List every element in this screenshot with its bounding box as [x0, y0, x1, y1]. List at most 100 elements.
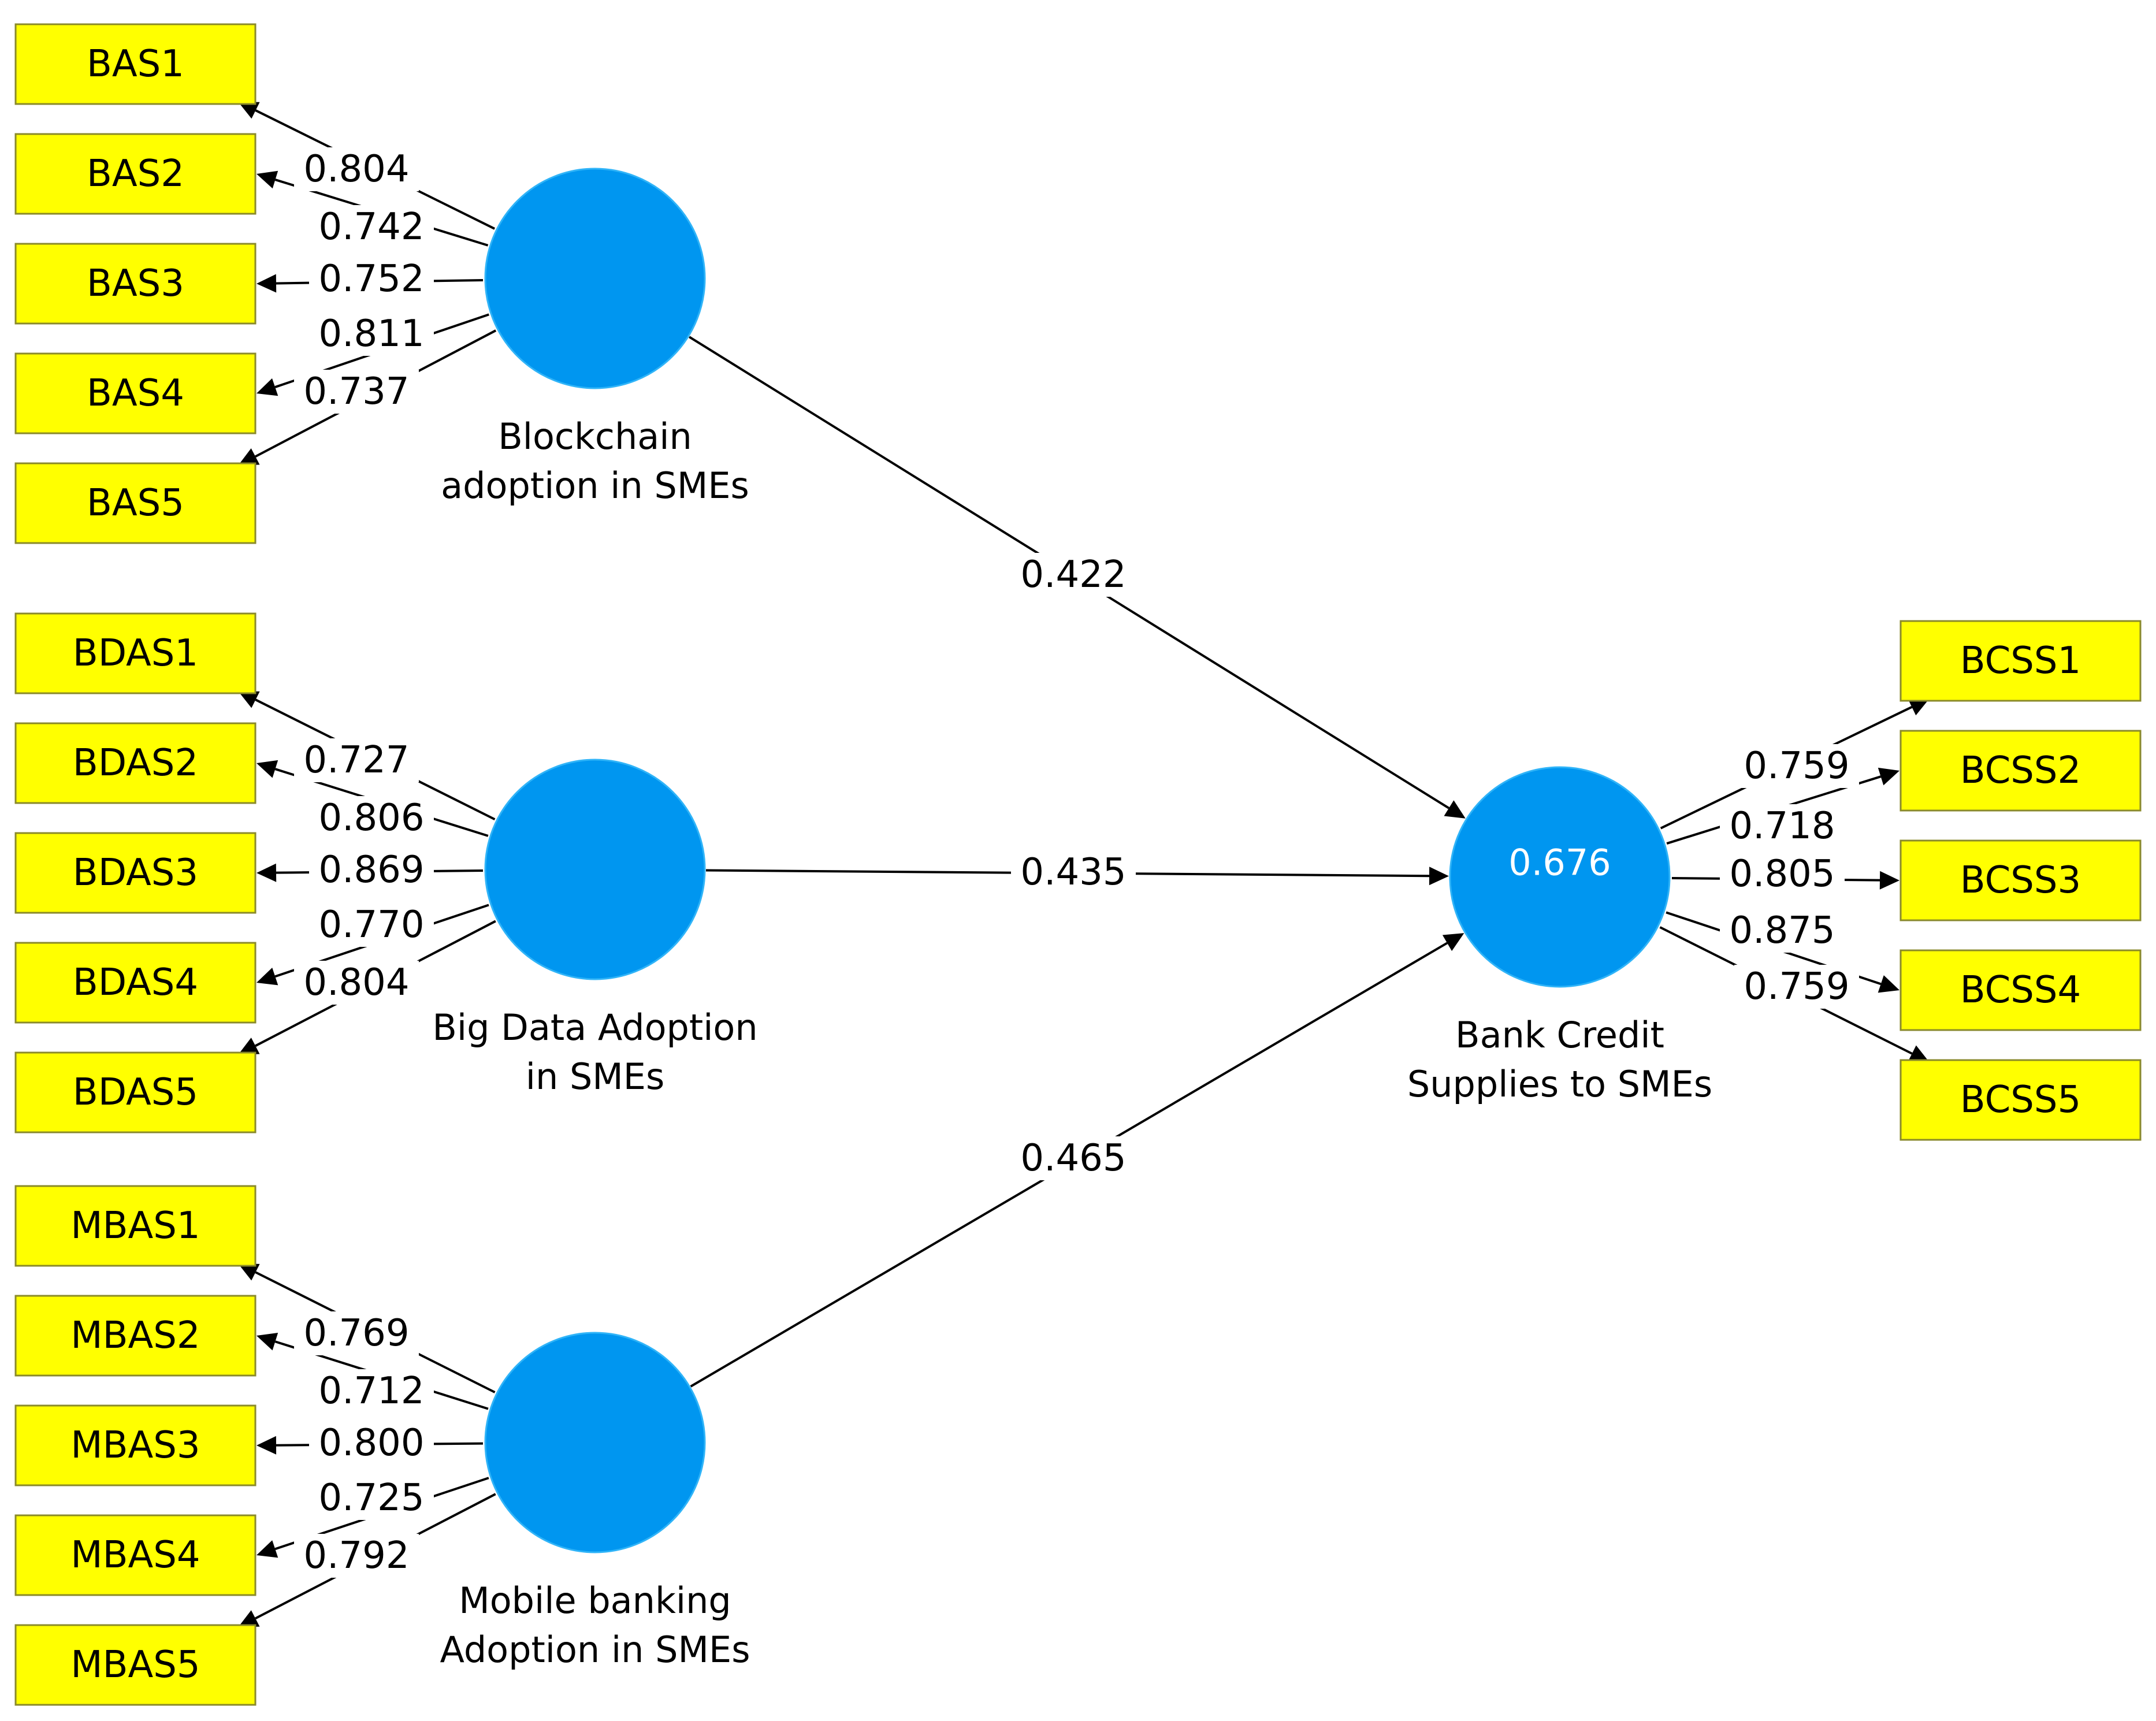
- indicator-bas2: BAS2: [14, 133, 257, 215]
- indicator-bdas1: BDAS1: [14, 612, 257, 694]
- loading-label-bcss2: 0.718: [1720, 804, 1845, 848]
- coefficient-text: 0.742: [318, 206, 424, 248]
- loading-label-bdas2: 0.806: [309, 796, 434, 840]
- indicator-name: BCSS5: [1960, 1079, 2081, 1121]
- loading-label-bcss4: 0.875: [1720, 909, 1845, 953]
- loading-label-bdas3: 0.869: [309, 848, 434, 892]
- indicator-mbas1: MBAS1: [14, 1185, 257, 1267]
- construct-label-line: Big Data Adoption: [432, 1006, 757, 1049]
- construct-circle: [484, 168, 706, 389]
- indicator-bdas4: BDAS4: [14, 942, 257, 1024]
- arrowhead: [1908, 698, 1930, 716]
- coefficient-text: 0.769: [303, 1312, 409, 1355]
- arrowhead: [1879, 871, 1899, 890]
- arrowhead: [238, 1038, 260, 1055]
- indicator-bcss5: BCSS5: [1899, 1059, 2142, 1141]
- loading-label-bdas1: 0.727: [294, 738, 419, 782]
- coefficient-text: 0.422: [1020, 553, 1126, 596]
- indicator-name: MBAS3: [70, 1424, 200, 1467]
- arrowhead: [238, 1263, 260, 1281]
- coefficient-text: 0.759: [1744, 965, 1849, 1008]
- coefficient-text: 0.737: [303, 370, 409, 413]
- indicator-bdas5: BDAS5: [14, 1051, 257, 1133]
- r-squared-value: 0.676: [1508, 842, 1611, 884]
- indicator-bcss4: BCSS4: [1899, 949, 2142, 1031]
- indicator-name: BCSS1: [1960, 640, 2081, 682]
- loading-label-bas3: 0.752: [309, 257, 434, 301]
- arrowhead: [257, 1436, 277, 1455]
- arrowhead: [1878, 767, 1899, 786]
- construct-label-line: Adoption in SMEs: [440, 1629, 750, 1671]
- coefficient-text: 0.800: [318, 1422, 424, 1464]
- indicator-bcss1: BCSS1: [1899, 620, 2142, 702]
- indicator-name: BAS2: [87, 153, 184, 195]
- indicator-name: BAS5: [87, 482, 184, 525]
- arrowhead: [257, 378, 278, 396]
- indicator-name: BDAS3: [73, 852, 198, 894]
- indicator-bas1: BAS1: [14, 23, 257, 105]
- loading-label-bas1: 0.804: [294, 147, 419, 191]
- indicator-name: BCSS4: [1960, 969, 2081, 1012]
- indicator-bdas3: BDAS3: [14, 832, 257, 914]
- indicator-name: MBAS4: [70, 1534, 200, 1577]
- coefficient-text: 0.875: [1729, 909, 1835, 952]
- construct-label-line: adoption in SMEs: [441, 464, 749, 507]
- loading-label-bdas4: 0.770: [309, 903, 434, 947]
- coefficient-text: 0.811: [318, 313, 424, 355]
- arrowhead: [257, 760, 278, 778]
- arrowhead: [1878, 975, 1899, 993]
- loading-label-bas5: 0.737: [294, 370, 419, 414]
- coefficient-text: 0.725: [318, 1477, 424, 1519]
- arrowhead: [238, 448, 260, 466]
- coefficient-text: 0.869: [318, 849, 424, 891]
- coefficient-text: 0.465: [1020, 1137, 1126, 1180]
- loading-label-mbas3: 0.800: [309, 1421, 434, 1465]
- coefficient-text: 0.435: [1020, 851, 1126, 894]
- loading-label-bcss3: 0.805: [1720, 852, 1845, 896]
- coefficient-text: 0.712: [318, 1370, 424, 1413]
- coefficient-text: 0.806: [318, 797, 424, 839]
- coefficient-text: 0.727: [303, 739, 409, 782]
- coefficient-text: 0.805: [1729, 853, 1835, 895]
- indicator-mbas2: MBAS2: [14, 1295, 257, 1377]
- indicator-mbas4: MBAS4: [14, 1514, 257, 1596]
- coefficient-text: 0.718: [1729, 805, 1835, 848]
- indicator-name: BCSS3: [1960, 859, 2081, 902]
- construct-label-line: Supplies to SMEs: [1407, 1063, 1712, 1105]
- path-coefficient-mbas: 0.465: [1011, 1136, 1136, 1180]
- loading-label-bcss5: 0.759: [1734, 965, 1859, 1009]
- arrowhead: [257, 863, 277, 882]
- indicator-bdas2: BDAS2: [14, 722, 257, 804]
- indicator-bcss2: BCSS2: [1899, 730, 2142, 812]
- coefficient-text: 0.759: [1744, 745, 1849, 787]
- indicator-bcss3: BCSS3: [1899, 839, 2142, 921]
- indicator-bas5: BAS5: [14, 462, 257, 544]
- arrowhead: [238, 102, 260, 119]
- arrowhead: [1429, 867, 1449, 886]
- loading-label-mbas5: 0.792: [294, 1534, 419, 1578]
- construct-circle: [1449, 766, 1671, 988]
- arrowhead: [257, 968, 278, 986]
- arrowhead: [1444, 800, 1466, 819]
- arrowhead: [257, 170, 278, 189]
- loading-label-bas2: 0.742: [309, 205, 434, 249]
- construct-label-line: Bank Credit: [1455, 1014, 1664, 1056]
- coefficient-text: 0.792: [303, 1534, 409, 1577]
- indicator-name: BDAS2: [73, 742, 198, 785]
- indicator-bas4: BAS4: [14, 352, 257, 434]
- loading-label-bcss1: 0.759: [1734, 744, 1859, 788]
- coefficient-text: 0.752: [318, 258, 424, 300]
- loading-label-mbas2: 0.712: [309, 1369, 434, 1413]
- indicator-name: MBAS2: [70, 1314, 200, 1357]
- indicator-name: BDAS5: [73, 1071, 198, 1114]
- arrowhead: [1908, 1045, 1930, 1062]
- arrowhead: [238, 691, 260, 708]
- indicator-mbas5: MBAS5: [14, 1624, 257, 1706]
- path-coefficient-bdas: 0.435: [1011, 850, 1136, 894]
- loading-label-bas4: 0.811: [309, 312, 434, 356]
- indicator-name: BAS1: [87, 43, 184, 86]
